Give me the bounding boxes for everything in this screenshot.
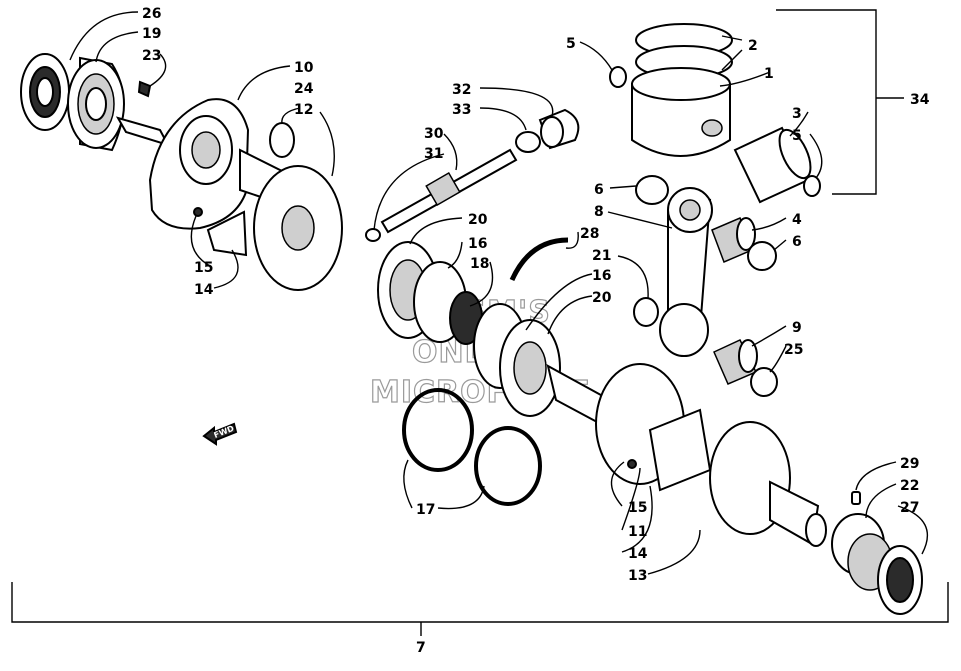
callout-32: 32 (452, 82, 471, 98)
thrust-washer-6-right (747, 241, 777, 271)
callout-33: 33 (452, 102, 471, 118)
callout-28: 28 (580, 226, 599, 242)
callout-19: 19 (142, 26, 161, 42)
left-crank-half (115, 98, 343, 291)
callout-25: 25 (784, 342, 803, 358)
callout-31: 31 (424, 146, 443, 162)
callout-6-top: 6 (594, 182, 604, 198)
callout-14-right: 14 (628, 546, 648, 562)
callout-10: 10 (294, 60, 314, 76)
callout-15-left: 15 (194, 260, 213, 276)
left-seal-washer (269, 122, 295, 158)
key-29 (851, 491, 861, 505)
piston (631, 67, 731, 157)
callout-4: 4 (792, 212, 802, 228)
callout-16-bottom: 16 (592, 268, 611, 284)
callout-3: 3 (792, 106, 802, 122)
seal-ring-17-right (474, 426, 542, 506)
callout-5-right: 5 (792, 128, 802, 144)
callout-1: 1 (764, 66, 774, 82)
callout-13: 13 (628, 568, 647, 584)
wrist-pin (733, 126, 812, 204)
left-ball-bearing (67, 56, 125, 152)
leader-lines (11, 9, 949, 636)
callout-7: 7 (416, 640, 426, 656)
callout-30: 30 (424, 126, 444, 142)
callout-14-left: 14 (194, 282, 214, 298)
callout-16-top: 16 (468, 236, 487, 252)
callout-34: 34 (910, 92, 930, 108)
big-end-needle-bearing (713, 339, 758, 385)
callout-29: 29 (900, 456, 919, 472)
callout-2: 2 (748, 38, 758, 54)
pump-shaft-assembly (365, 108, 580, 242)
right-outer-bearing (877, 545, 923, 615)
small-end-needle-bearing (711, 217, 756, 263)
callout-8: 8 (594, 204, 604, 220)
callout-12: 12 (294, 102, 313, 118)
connecting-rod (659, 187, 713, 357)
left-outer-bearing (20, 53, 70, 131)
woodruff-key (137, 80, 152, 98)
callout-20-top: 20 (468, 212, 488, 228)
callout-18: 18 (470, 256, 489, 272)
callout-23: 23 (142, 48, 161, 64)
callout-27: 27 (900, 500, 919, 516)
thrust-washer-6-top (635, 175, 669, 205)
thrust-washer-25 (750, 367, 778, 397)
callout-26: 26 (142, 6, 161, 22)
callout-15-right: 15 (628, 500, 647, 516)
callout-17: 17 (416, 502, 435, 518)
circlip-5-right (803, 175, 821, 197)
circlip-5-top (609, 66, 627, 88)
callout-24: 24 (294, 81, 314, 97)
callout-labels: 26 19 23 10 24 12 15 14 32 33 30 31 20 1… (142, 6, 930, 656)
callout-11: 11 (628, 524, 647, 540)
forward-direction-arrow: FWD (202, 422, 238, 446)
right-crank-half (546, 363, 827, 547)
snap-ring-28 (509, 237, 569, 282)
callout-9: 9 (792, 320, 802, 336)
center-bearing-stack (377, 241, 561, 417)
callout-6-right: 6 (792, 234, 802, 250)
callout-21: 21 (592, 248, 611, 264)
callout-5-top: 5 (566, 36, 576, 52)
callout-20-bottom: 20 (592, 290, 612, 306)
washer-21 (633, 297, 659, 327)
callout-22: 22 (900, 478, 919, 494)
seal-ring-17-left (402, 388, 474, 472)
